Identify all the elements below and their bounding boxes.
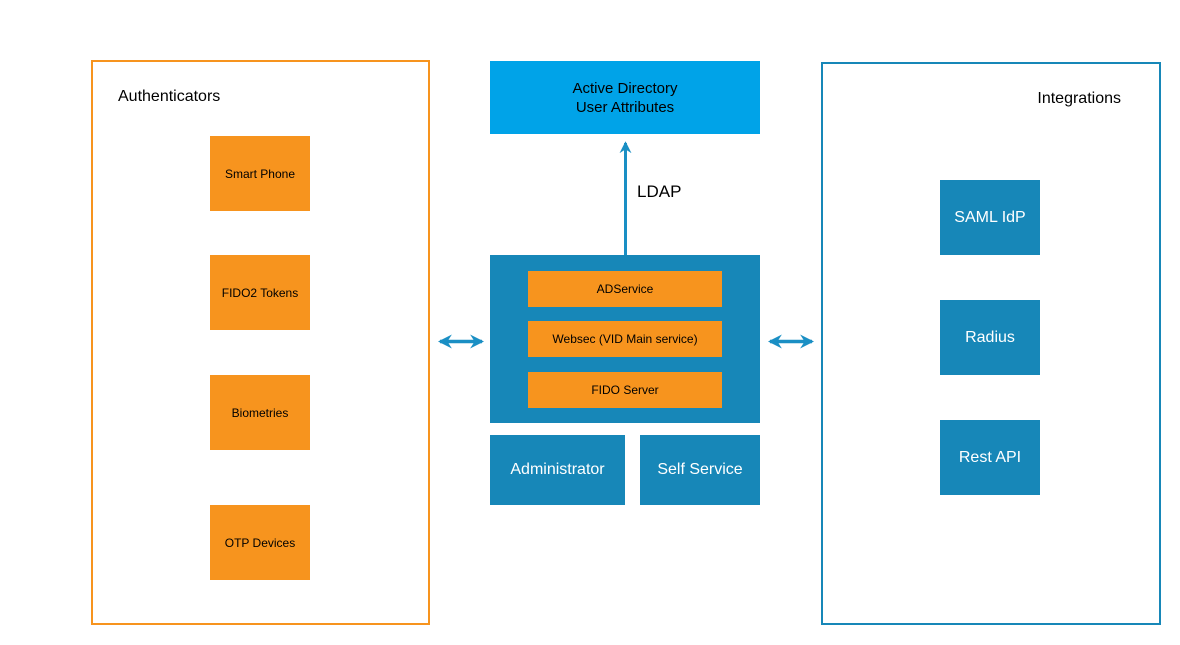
authenticator-otp-devices: OTP Devices <box>210 505 310 580</box>
authenticator-biometries: Biometries <box>210 375 310 450</box>
integration-saml-idp: SAML IdP <box>940 180 1040 255</box>
integrations-panel-title: Integrations <box>1037 90 1121 107</box>
integrations-panel: Integrations SAML IdP Radius Rest API <box>821 62 1161 625</box>
integration-radius: Radius <box>940 300 1040 375</box>
service-fido-server: FIDO Server <box>528 372 722 408</box>
ldap-label: LDAP <box>637 182 682 201</box>
self-service-console-box: Self Service <box>640 435 760 505</box>
authenticators-panel: Authenticators Smart Phone FIDO2 Tokens … <box>91 60 430 625</box>
authenticators-panel-title: Authenticators <box>118 88 221 105</box>
active-directory-line2: User Attributes <box>575 98 675 116</box>
core-services-box: ADService Websec (VID Main service) FIDO… <box>490 255 760 423</box>
active-directory-line1: Active Directory <box>572 79 678 97</box>
active-directory-box: Active Directory User Attributes <box>490 61 760 134</box>
service-adservice: ADService <box>528 271 722 307</box>
service-websec: Websec (VID Main service) <box>528 321 722 357</box>
authenticator-fido2-tokens: FIDO2 Tokens <box>210 255 310 330</box>
integration-rest-api: Rest API <box>940 420 1040 495</box>
authenticator-smart-phone: Smart Phone <box>210 136 310 211</box>
administrator-console-box: Administrator <box>490 435 625 505</box>
